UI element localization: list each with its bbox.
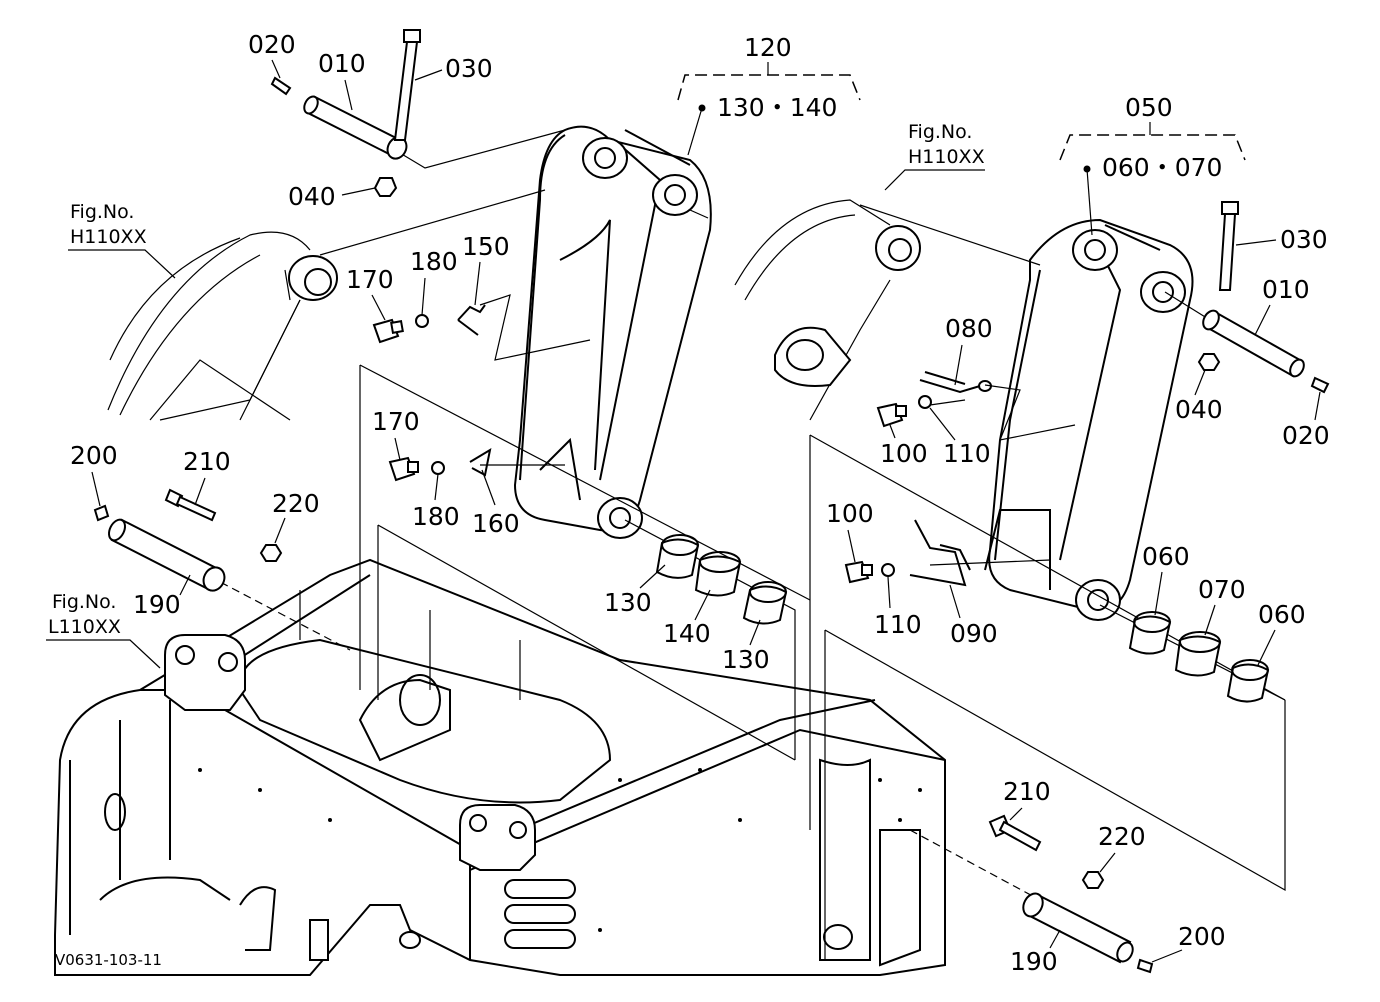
callout-040-right: 040 bbox=[1175, 395, 1223, 424]
parts-right bbox=[844, 201, 1330, 974]
callout-180-lower: 180 bbox=[412, 502, 460, 531]
callout-100-upper: 100 bbox=[880, 439, 928, 468]
callout-060-a: 060 bbox=[1142, 542, 1190, 571]
parts-left bbox=[93, 29, 788, 625]
callout-020-left: 020 bbox=[248, 30, 296, 59]
drawing-code: V0631-103-11 bbox=[55, 951, 162, 969]
fig-ref-right-upper-line1: Fig.No. bbox=[908, 121, 972, 143]
callout-120: 120 bbox=[744, 33, 792, 62]
callout-070: 070 bbox=[1198, 575, 1246, 604]
callout-210-right: 210 bbox=[1003, 777, 1051, 806]
callout-170-upper: 170 bbox=[346, 265, 394, 294]
fig-ref-right-upper-line2: H110XX bbox=[908, 146, 985, 168]
callout-080: 080 bbox=[945, 314, 993, 343]
fig-ref-left-lower-line1: Fig.No. bbox=[52, 591, 116, 613]
callout-050: 050 bbox=[1125, 93, 1173, 122]
callout-030-right: 030 bbox=[1280, 225, 1328, 254]
fig-ref-left-upper: Fig.No. H110XX bbox=[68, 201, 176, 279]
assembly-brackets bbox=[677, 62, 1246, 236]
callout-190-left: 190 bbox=[133, 590, 181, 619]
callout-180-upper: 180 bbox=[410, 247, 458, 276]
lift-arm-left bbox=[513, 125, 712, 539]
callout-040-left: 040 bbox=[288, 182, 336, 211]
callout-130-a: 130 bbox=[604, 588, 652, 617]
callout-220-right: 220 bbox=[1098, 822, 1146, 851]
callout-190-right: 190 bbox=[1010, 947, 1058, 976]
fig-ref-right-upper: Fig.No. H110XX bbox=[884, 121, 985, 191]
callout-060-b: 060 bbox=[1258, 600, 1306, 629]
callout-130-b: 130 bbox=[722, 645, 770, 674]
callout-060-070: 060・070 bbox=[1102, 153, 1222, 182]
lift-arm-right bbox=[984, 218, 1194, 621]
callout-150: 150 bbox=[462, 232, 510, 261]
callout-110-lower: 110 bbox=[874, 610, 922, 639]
callouts: 020 010 030 040 120 130・140 170 180 150 … bbox=[70, 30, 1330, 976]
callout-010-left: 010 bbox=[318, 49, 366, 78]
callout-200-left: 200 bbox=[70, 441, 118, 470]
callout-130-140: 130・140 bbox=[717, 93, 837, 122]
callout-210-left: 210 bbox=[183, 447, 231, 476]
right-lift-arm-reference bbox=[734, 199, 921, 421]
callout-010-right: 010 bbox=[1262, 275, 1310, 304]
callout-200-right: 200 bbox=[1178, 922, 1226, 951]
fig-ref-left-upper-line1: Fig.No. bbox=[70, 201, 134, 223]
callout-020-right: 020 bbox=[1282, 421, 1330, 450]
callout-030-left: 030 bbox=[445, 54, 493, 83]
callout-140: 140 bbox=[663, 619, 711, 648]
callout-170-lower: 170 bbox=[372, 407, 420, 436]
fig-ref-left-lower: Fig.No. L110XX bbox=[46, 591, 161, 669]
callout-100-lower: 100 bbox=[826, 499, 874, 528]
machine-frame bbox=[54, 558, 946, 976]
left-lift-arm-reference bbox=[107, 231, 338, 421]
callout-090: 090 bbox=[950, 619, 998, 648]
frame-brackets bbox=[164, 634, 536, 871]
callout-220-left: 220 bbox=[272, 489, 320, 518]
fig-ref-left-lower-line2: L110XX bbox=[48, 616, 121, 638]
callout-110-upper: 110 bbox=[943, 439, 991, 468]
callout-160: 160 bbox=[472, 509, 520, 538]
fig-ref-left-upper-line2: H110XX bbox=[70, 226, 147, 248]
